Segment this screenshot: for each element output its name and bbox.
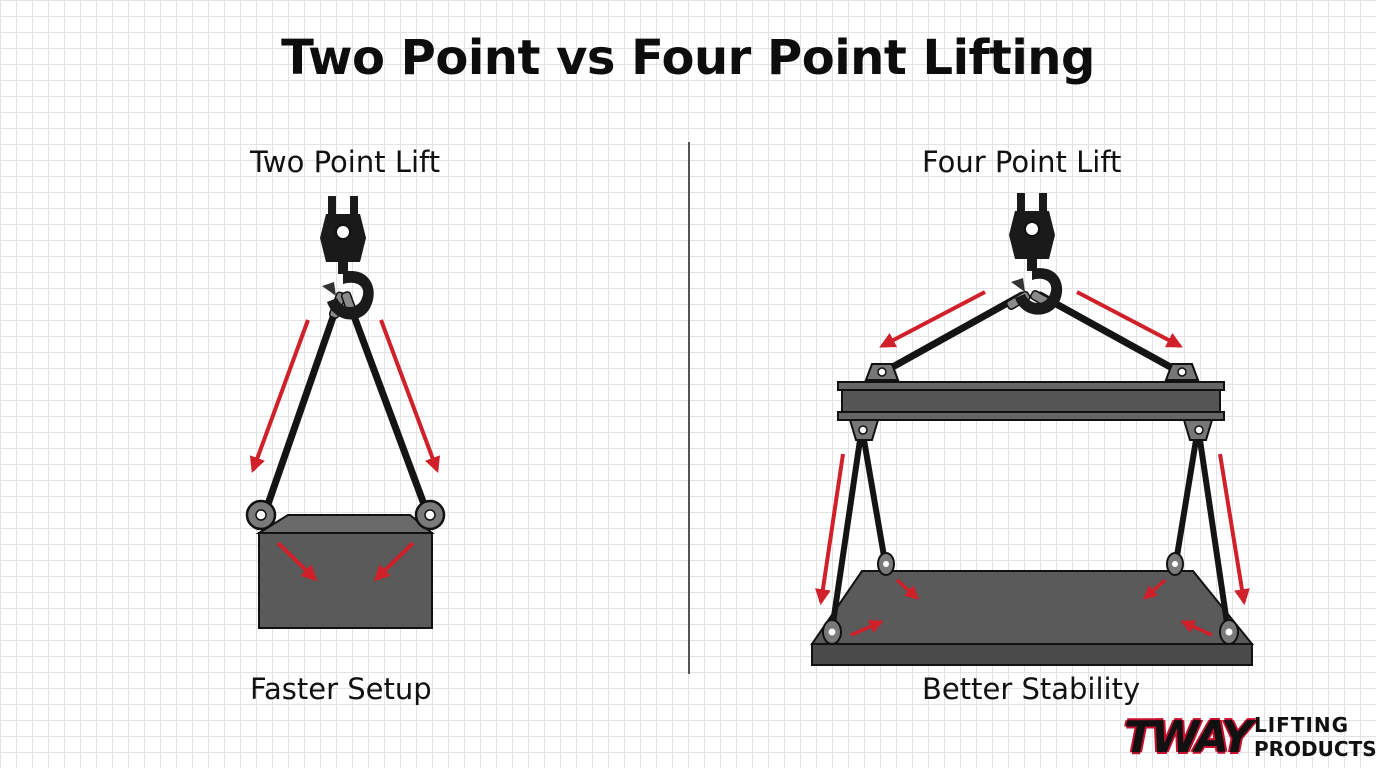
four-point-diagram: [810, 193, 1255, 666]
force-arrow-icon: [1180, 620, 1213, 637]
shackle-icon: [1219, 619, 1239, 645]
force-arrow-icon: [879, 290, 986, 348]
force-arrow-icon: [276, 541, 318, 582]
force-arrow-icon: [1142, 578, 1167, 600]
shackle-icon: [822, 619, 842, 645]
panel-divider: [688, 142, 690, 674]
brand-logo-line2: PRODUCTS: [1254, 737, 1376, 761]
page-title: Two Point vs Four Point Lifting: [281, 30, 1095, 86]
force-arrow-icon: [379, 319, 441, 473]
two-point-diagram: [245, 196, 446, 629]
force-arrow-icon: [373, 541, 415, 582]
four-point-upper-slings: [876, 290, 1187, 378]
shackle-icon: [414, 499, 446, 531]
two-point-slings: [263, 291, 429, 511]
force-arrow-icon: [895, 578, 920, 600]
two-point-heading: Two Point Lift: [250, 145, 441, 179]
force-arrow-icon: [1218, 453, 1250, 606]
two-point-load: [255, 514, 435, 629]
four-point-heading: Four Point Lift: [922, 145, 1122, 179]
force-arrow-icon: [850, 620, 884, 637]
four-point-load: [810, 570, 1255, 666]
four-point-caption: Better Stability: [922, 672, 1141, 706]
force-arrow-icon: [814, 453, 845, 606]
two-point-caption: Faster Setup: [250, 672, 432, 706]
brand-logo-line1: LIFTING: [1254, 713, 1350, 737]
brand-logo-mark: TWAY: [1124, 712, 1253, 763]
crane-hook-icon: [320, 196, 374, 320]
four-point-lower-slings: [829, 437, 1231, 633]
shackle-icon: [1166, 552, 1184, 576]
crane-hook-icon: [1009, 193, 1063, 315]
force-arrow-icon: [249, 319, 310, 474]
shackle-icon: [877, 552, 895, 576]
brand-logo: TWAY LIFTING PRODUCTS: [1124, 712, 1376, 764]
shackle-icon: [245, 499, 277, 531]
spreader-beam-icon: [837, 363, 1225, 441]
force-arrow-icon: [1076, 290, 1183, 348]
